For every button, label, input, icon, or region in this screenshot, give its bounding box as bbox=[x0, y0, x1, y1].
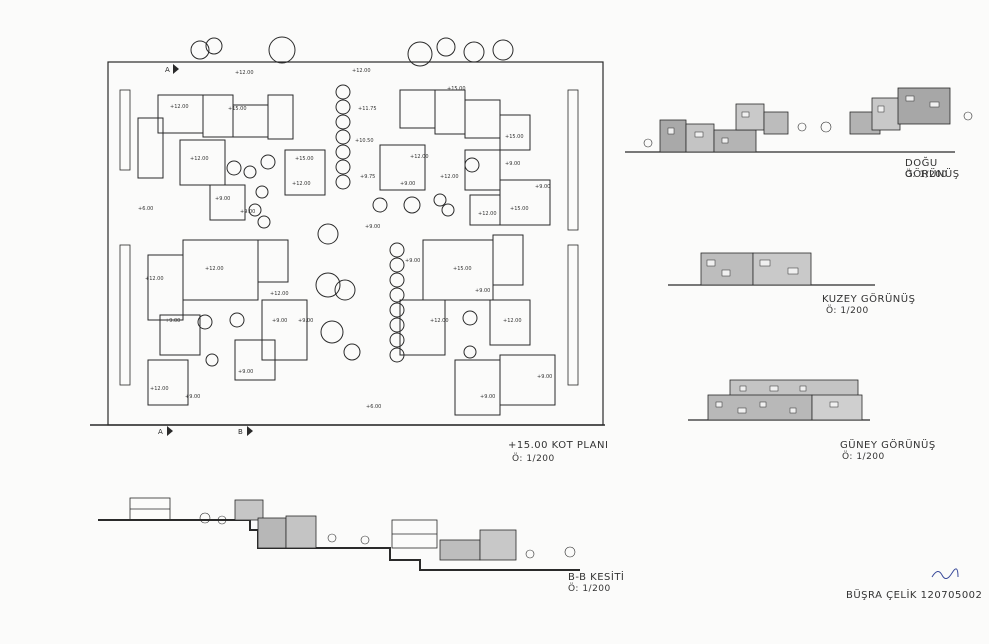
svg-text:+12.00: +12.00 bbox=[410, 154, 429, 160]
svg-text:+12.00: +12.00 bbox=[430, 318, 449, 324]
east-elevation-scale: Ö: 1/200 bbox=[905, 170, 948, 180]
svg-text:+6.00: +6.00 bbox=[366, 404, 381, 410]
svg-text:+12.00: +12.00 bbox=[440, 174, 459, 180]
svg-text:+9.00: +9.00 bbox=[535, 184, 550, 190]
svg-text:+15.00: +15.00 bbox=[510, 206, 529, 212]
plan-scale: Ö: 1/200 bbox=[512, 454, 555, 464]
svg-text:+9.00: +9.00 bbox=[480, 394, 495, 400]
svg-text:+15.00: +15.00 bbox=[447, 86, 466, 92]
svg-text:+12.00: +12.00 bbox=[503, 318, 522, 324]
svg-text:+9.00: +9.00 bbox=[185, 394, 200, 400]
svg-text:+15.00: +15.00 bbox=[295, 156, 314, 162]
svg-text:+9.00: +9.00 bbox=[400, 181, 415, 187]
south-elevation-scale: Ö: 1/200 bbox=[842, 452, 885, 462]
svg-text:+9.00: +9.00 bbox=[240, 209, 255, 215]
section-title: B-B KESİTİ bbox=[568, 572, 625, 583]
section-scale: Ö: 1/200 bbox=[568, 584, 611, 594]
svg-text:A: A bbox=[158, 428, 163, 436]
svg-text:+9.00: +9.00 bbox=[298, 318, 313, 324]
svg-text:+12.00: +12.00 bbox=[170, 104, 189, 110]
svg-text:+9.00: +9.00 bbox=[505, 161, 520, 167]
svg-text:B: B bbox=[238, 428, 243, 436]
svg-text:+12.00: +12.00 bbox=[235, 70, 254, 76]
svg-text:+12.00: +12.00 bbox=[270, 291, 289, 297]
svg-text:+15.00: +15.00 bbox=[505, 134, 524, 140]
plan-title: +15.00 KOT PLANI bbox=[508, 440, 609, 451]
svg-text:+9.00: +9.00 bbox=[165, 318, 180, 324]
svg-text:+12.00: +12.00 bbox=[478, 211, 497, 217]
svg-text:+12.00: +12.00 bbox=[352, 68, 371, 74]
svg-text:+9.00: +9.00 bbox=[272, 318, 287, 324]
svg-text:+9.00: +9.00 bbox=[405, 258, 420, 264]
svg-text:+9.00: +9.00 bbox=[475, 288, 490, 294]
svg-text:+12.00: +12.00 bbox=[190, 156, 209, 162]
north-elevation-title: KUZEY GÖRÜNÜŞ bbox=[822, 294, 916, 305]
svg-text:+12.00: +12.00 bbox=[150, 386, 169, 392]
svg-text:+12.00: +12.00 bbox=[145, 276, 164, 282]
svg-text:A: A bbox=[165, 66, 170, 74]
signature-mark bbox=[931, 568, 959, 579]
svg-text:+15.00: +15.00 bbox=[228, 106, 247, 112]
svg-text:+12.00: +12.00 bbox=[205, 266, 224, 272]
svg-text:+9.00: +9.00 bbox=[365, 224, 380, 230]
svg-text:+9.75: +9.75 bbox=[360, 174, 375, 180]
svg-text:+9.00: +9.00 bbox=[238, 369, 253, 375]
south-elevation-title: GÜNEY GÖRÜNÜŞ bbox=[840, 440, 936, 451]
east-elevation-title: DOĞU GÖRÜNÜŞ bbox=[905, 158, 960, 180]
svg-text:+11.75: +11.75 bbox=[358, 106, 377, 112]
svg-text:+15.00: +15.00 bbox=[453, 266, 472, 272]
svg-text:+12.00: +12.00 bbox=[292, 181, 311, 187]
north-elevation-scale: Ö: 1/200 bbox=[826, 306, 869, 316]
svg-text:+6.00: +6.00 bbox=[138, 206, 153, 212]
svg-text:+10.50: +10.50 bbox=[355, 138, 374, 144]
svg-text:+9.00: +9.00 bbox=[537, 374, 552, 380]
svg-text:+9.00: +9.00 bbox=[215, 196, 230, 202]
author-label: BÜŞRA ÇELİK 120705002 bbox=[846, 590, 983, 601]
